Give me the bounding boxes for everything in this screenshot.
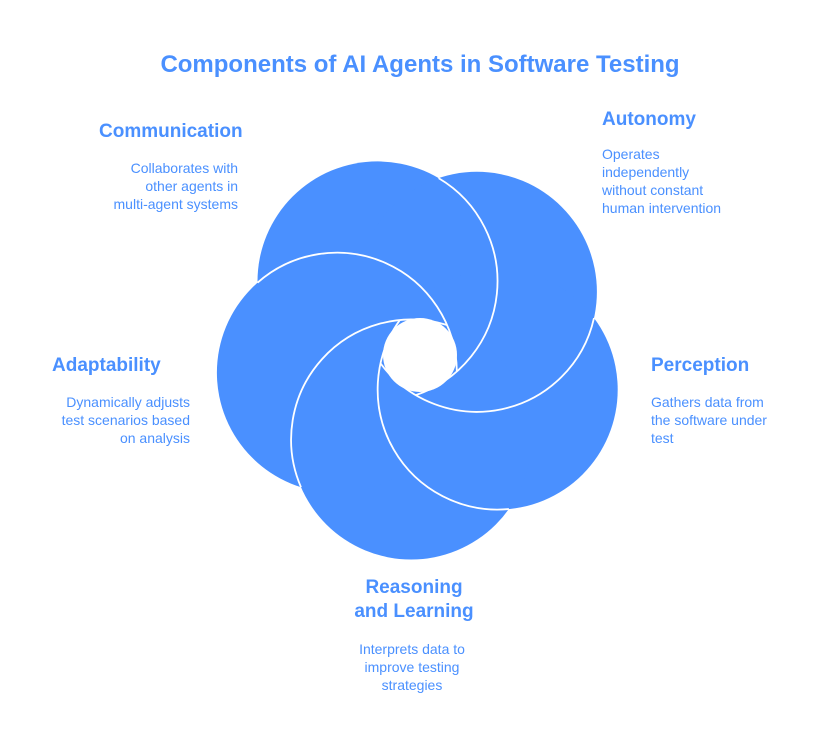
communication-description-line: Collaborates with [130, 160, 238, 176]
reasoning-description-line: strategies [381, 677, 443, 693]
autonomy-description: Operates independently without constant … [602, 145, 721, 217]
reasoning-description-line: Interprets data to [359, 641, 465, 657]
adaptability-description-line: test scenarios based [61, 412, 190, 428]
reasoning-description: Interprets data to improve testing strat… [300, 640, 524, 694]
adaptability-heading: Adaptability [52, 355, 161, 376]
adaptability-description: Dynamically adjusts test scenarios based… [62, 393, 190, 447]
perception-heading: Perception [651, 355, 750, 376]
autonomy-description-line: human intervention [602, 200, 722, 216]
adaptability-description-line: on analysis [119, 430, 190, 446]
perception-description-line: Gathers data from [651, 394, 764, 410]
autonomy-seam [379, 317, 595, 413]
reasoning-heading: Reasoning and Learning [300, 576, 528, 624]
communication-seam [415, 177, 499, 396]
communication-heading: Communication [99, 121, 243, 142]
adaptability-seam [256, 251, 458, 372]
rosette-circles [216, 161, 618, 560]
communication-description-line: other agents in [145, 178, 238, 194]
adaptability-description-line: Dynamically adjusts [66, 394, 190, 410]
page-title: Components of AI Agents in Software Test… [160, 51, 680, 78]
adaptability-circle [216, 252, 457, 493]
autonomy-heading: Autonomy [602, 109, 696, 130]
autonomy-description-line: independently [602, 164, 690, 180]
autonomy-description-line: without constant [602, 182, 704, 198]
reasoning-description-line: improve testing [364, 659, 460, 675]
perception-description-line: test [651, 430, 674, 446]
reasoning-heading-line: and Learning [354, 601, 474, 622]
reasoning-seam [290, 318, 448, 488]
perception-description: Gathers data from the software under tes… [651, 393, 767, 447]
reasoning-heading-line: Reasoning [365, 577, 463, 598]
center-hole [383, 318, 457, 392]
autonomy-description-line: Operates [602, 146, 660, 162]
communication-description: Collaborates with other agents in multi-… [114, 159, 238, 213]
perception-description-line: the software under [651, 412, 767, 428]
perception-seam [376, 319, 510, 511]
communication-description-line: multi-agent systems [113, 196, 238, 212]
